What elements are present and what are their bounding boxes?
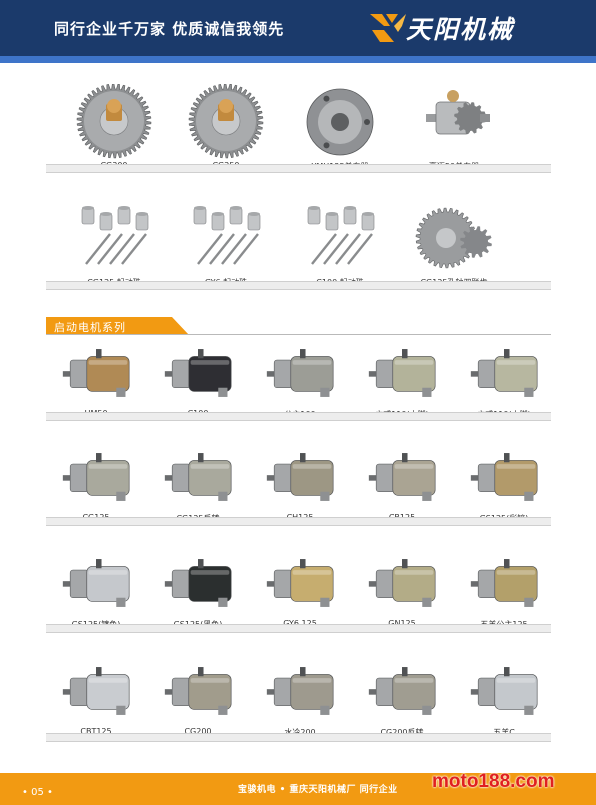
motor-item-image <box>164 559 232 607</box>
motor-item-image <box>164 453 232 501</box>
site-watermark: moto188.com <box>432 771 555 792</box>
motor-item-image <box>368 559 436 607</box>
part-item-image <box>81 206 149 265</box>
part-item-image <box>306 88 374 156</box>
product-caption: CG200反转 <box>352 727 452 738</box>
part-item-image <box>307 206 375 265</box>
product-caption: CBT125 <box>80 727 112 736</box>
part-item-image <box>76 84 152 159</box>
product-caption: 水冷200 <box>250 727 350 738</box>
motor-item-image <box>164 349 232 397</box>
motor-item-image <box>62 453 130 501</box>
row-divider <box>46 624 551 633</box>
motor-item-image <box>368 667 436 715</box>
motor-item-image <box>368 453 436 501</box>
header-slogan: 同行企业千万家 优质诚信我领先 <box>54 20 285 38</box>
motor-item-image <box>470 667 538 715</box>
motor-item-image <box>62 349 130 397</box>
motor-item-image <box>266 349 334 397</box>
footer-company: 宝骏机电 • 重庆天阳机械厂 同行企业 <box>238 785 398 795</box>
motor-item-image <box>164 667 232 715</box>
motor-item-image <box>368 349 436 397</box>
brand-name: 天阳机械 <box>406 15 515 44</box>
motor-item-image <box>470 559 538 607</box>
motor-item-image <box>470 349 538 397</box>
part-item-image <box>188 84 264 159</box>
motor-item-image <box>266 453 334 501</box>
page-number: • 05 • <box>22 787 53 798</box>
section-title: 启动电机系列 <box>54 321 126 334</box>
part-item-image <box>193 206 261 265</box>
motor-item-image <box>266 667 334 715</box>
product-caption: CG200 <box>184 727 212 736</box>
product-caption: 五羊C <box>454 727 554 738</box>
page-header <box>0 0 596 56</box>
product-caption: GY6 125 <box>250 619 350 628</box>
section-header-bar <box>46 317 189 335</box>
header-stripe <box>0 56 596 63</box>
motor-item-image <box>266 559 334 607</box>
brand-logo-icon <box>370 14 406 42</box>
page-footer <box>0 773 596 805</box>
row-divider <box>46 164 551 173</box>
part-item-image <box>426 90 490 135</box>
row-divider <box>46 517 551 526</box>
motor-item-image <box>62 559 130 607</box>
part-item-image <box>415 207 492 269</box>
section-underline <box>46 334 551 335</box>
row-divider <box>46 412 551 421</box>
row-divider <box>46 733 551 742</box>
motor-item-image <box>62 667 130 715</box>
row-divider <box>46 281 551 290</box>
product-caption: GN125 <box>352 619 452 628</box>
motor-item-image <box>470 453 538 501</box>
